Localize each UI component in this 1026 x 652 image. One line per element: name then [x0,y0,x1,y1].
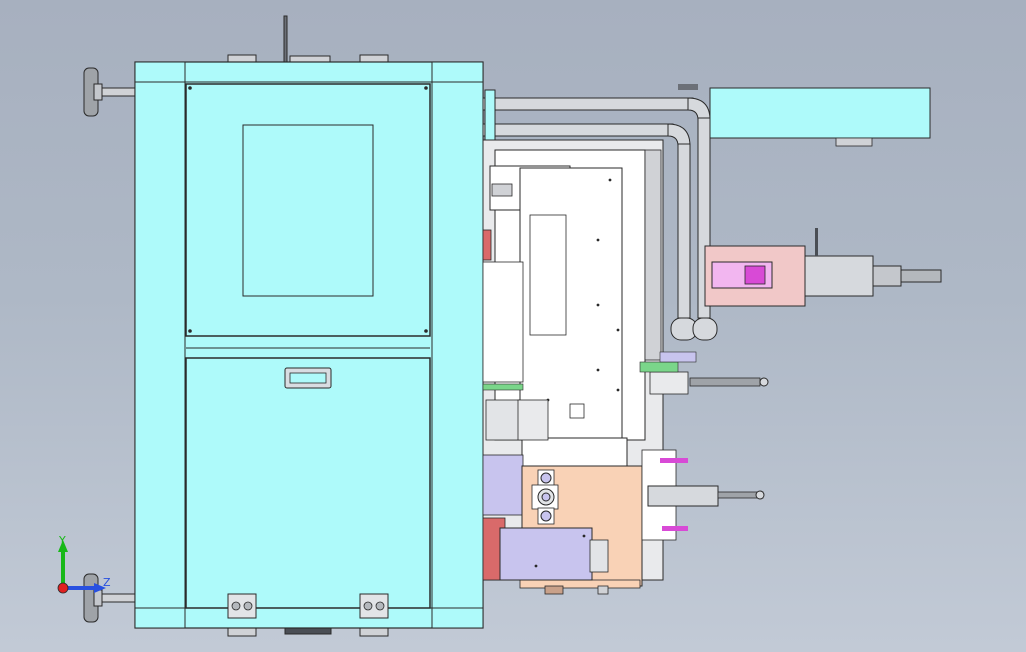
pneumatic-pipes [482,89,718,341]
hinge-left [227,593,257,619]
mounting-plate [519,167,628,467]
y-axis-label: Y [58,534,66,547]
top-right-beam [678,84,931,147]
door-handle[interactable] [284,367,332,389]
origin-marker [57,582,69,594]
lower-door-panel[interactable] [185,357,431,609]
leveling-foot-top [83,67,137,117]
servo-motor-assembly[interactable] [704,228,942,307]
bottom-mounting-tabs [227,627,389,637]
coordinate-triad: Y Z [57,534,111,594]
hinge-right [359,593,389,619]
left-side-brackets [482,229,549,581]
lavender-clamp-block[interactable] [499,527,609,595]
top-mounting-tabs [227,15,389,64]
upper-door-panel[interactable] [185,83,431,337]
right-cylinders [639,351,769,541]
z-axis-label: Z [103,576,111,589]
